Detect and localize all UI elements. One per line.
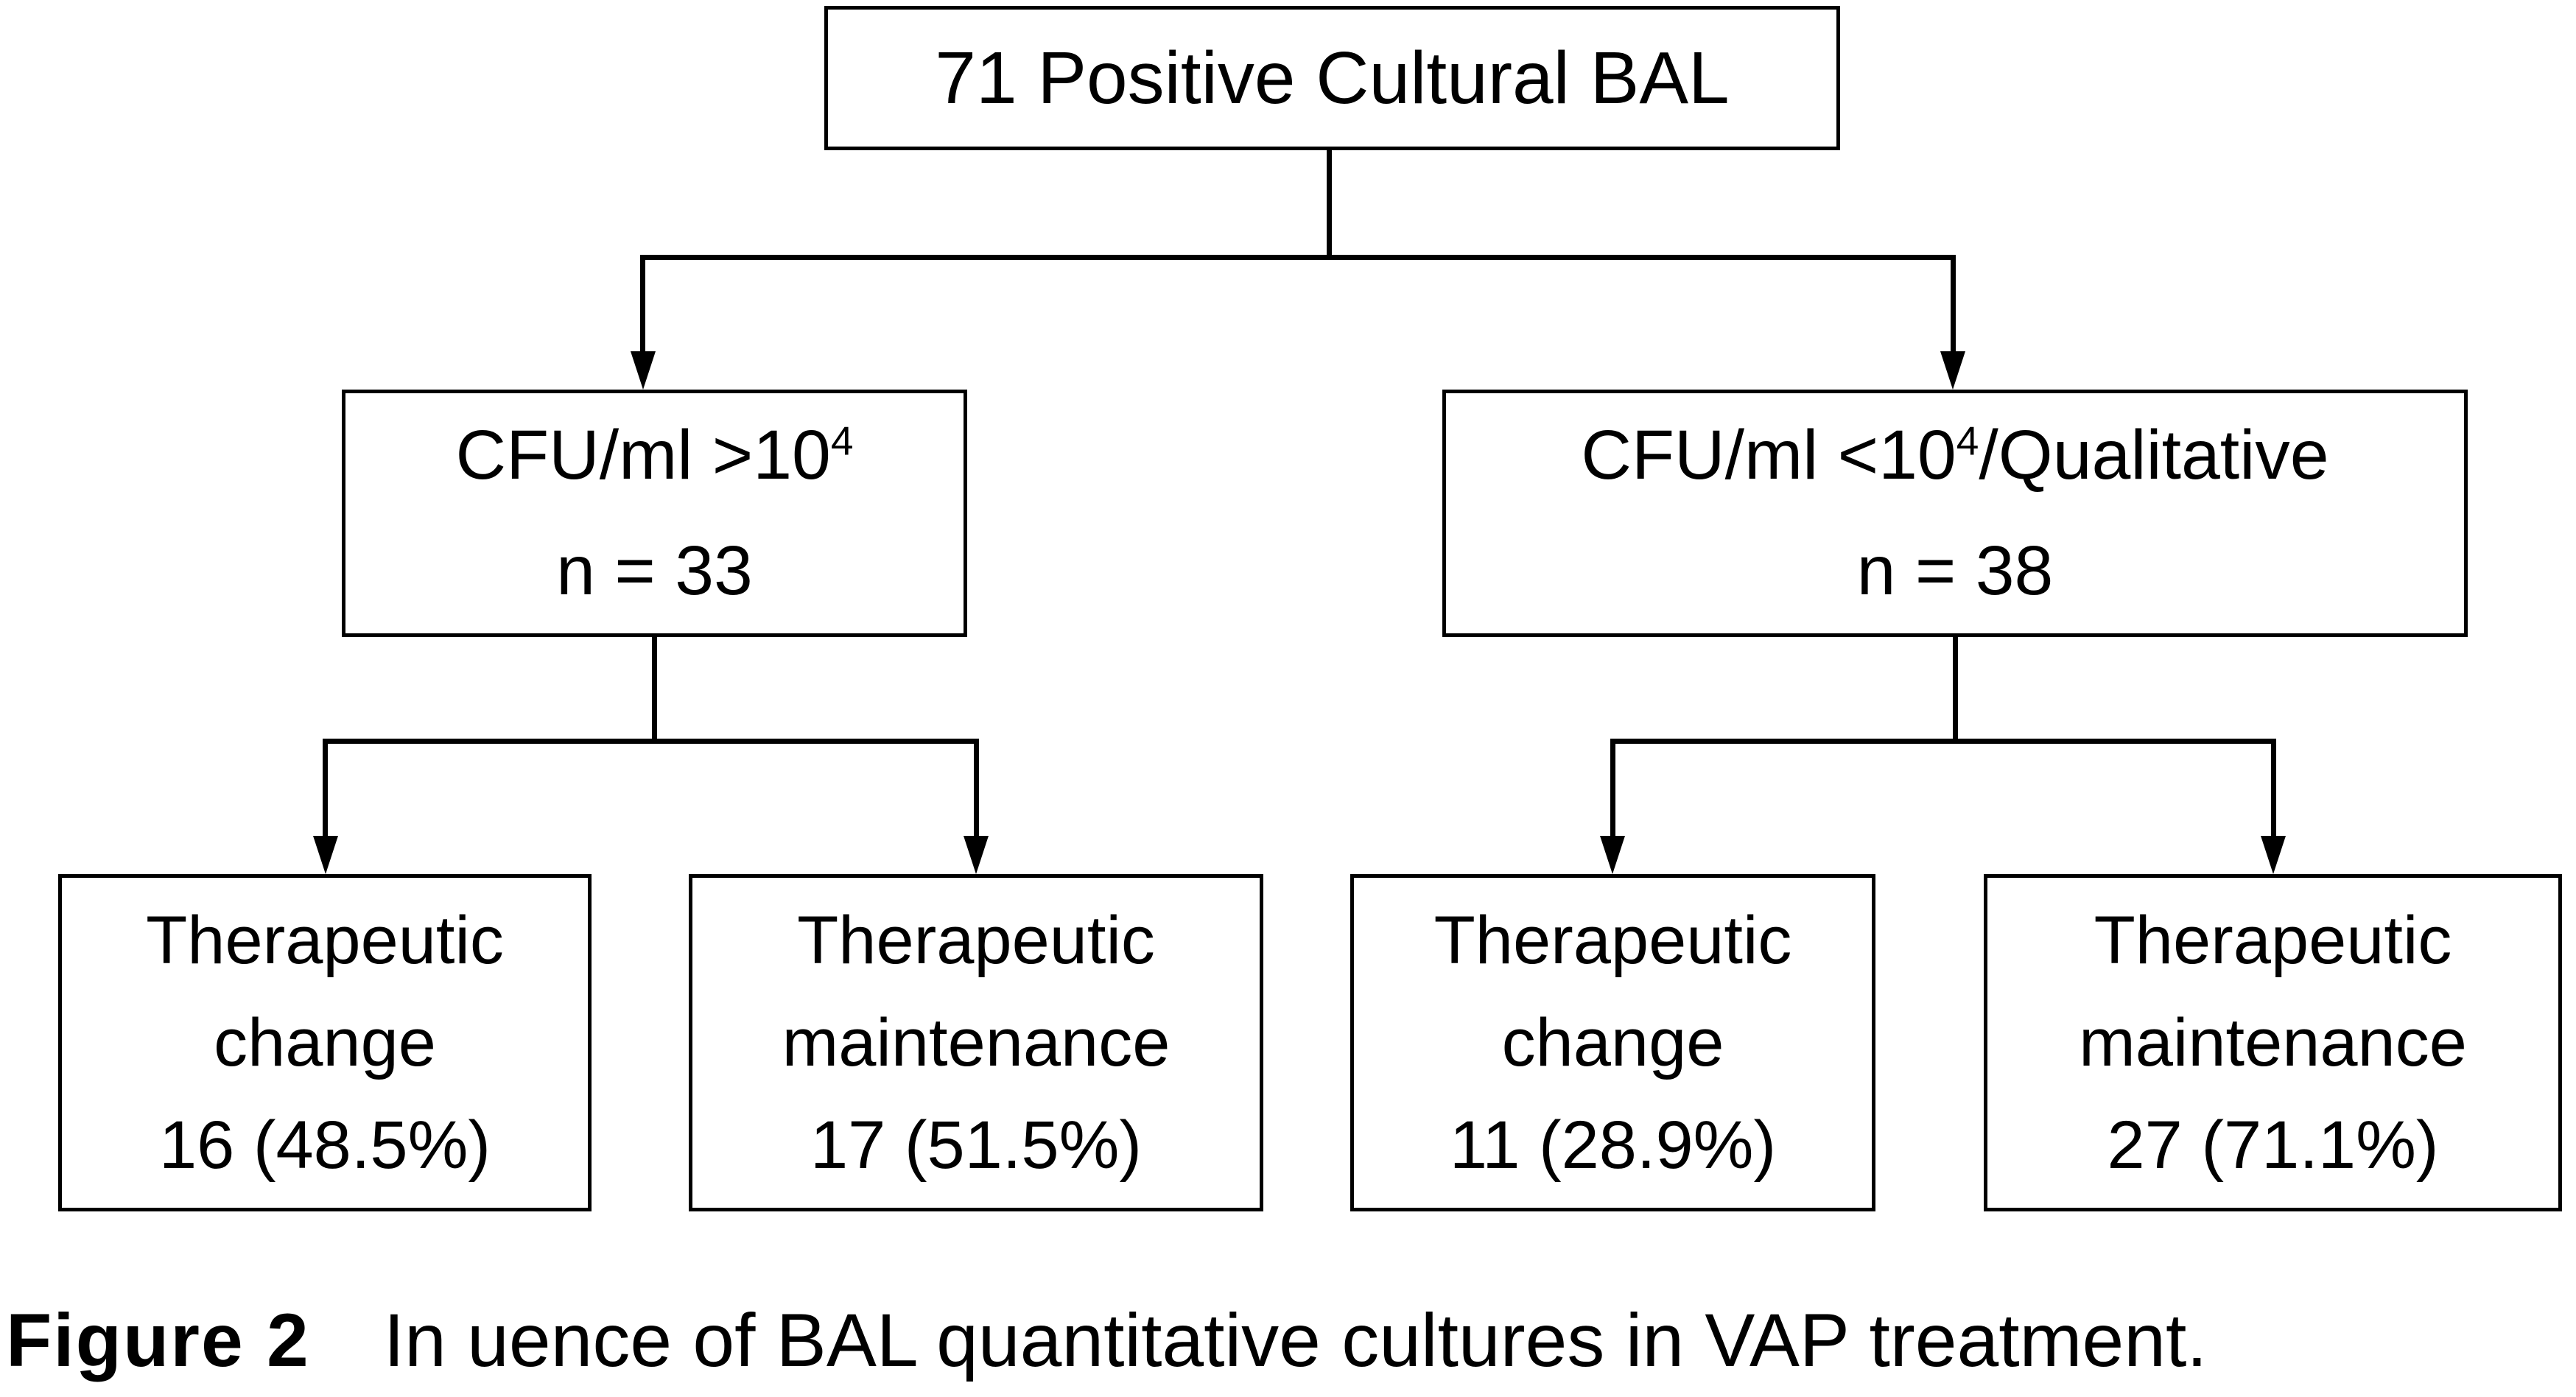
connector-low-cfu-stem	[1953, 637, 1958, 742]
node-low-cfu-count: n = 38	[1856, 532, 2054, 610]
node-high-cfu: CFU/ml >104 n = 33	[342, 390, 967, 637]
arrow-down-icon	[631, 351, 656, 390]
node-low-cfu-exponent: 4	[1956, 418, 1979, 464]
leaf-value: 16 (48.5%)	[158, 1107, 491, 1183]
node-low-cfu-label-suffix: /Qualitative	[1979, 416, 2329, 494]
arrow-down-icon	[1600, 836, 1625, 874]
leaf-label-line: change	[1501, 1004, 1724, 1080]
leaf-label-line: maintenance	[2079, 1004, 2467, 1080]
figure-caption-label: Figure 2	[6, 1298, 310, 1382]
connector-arm-to-high-change	[323, 739, 328, 836]
node-high-cfu-count: n = 33	[556, 532, 753, 610]
leaf-value: 11 (28.9%)	[1449, 1107, 1777, 1183]
leaf-label-line: maintenance	[782, 1004, 1171, 1080]
connector-arm-to-high-maintenance	[974, 739, 979, 836]
figure-caption: Figure 2 In uence of BAL quantitative cu…	[6, 1298, 2208, 1384]
node-therapeutic-change-high: Therapeutic change 16 (48.5%)	[58, 874, 592, 1211]
leaf-label-line: Therapeutic	[2094, 902, 2452, 978]
connector-root-stem	[1327, 149, 1332, 258]
connector-low-cfu-bar	[1610, 739, 2276, 744]
arrow-down-icon	[2261, 836, 2286, 874]
connector-root-bar	[640, 255, 1956, 260]
leaf-label-line: Therapeutic	[146, 902, 504, 978]
arrow-down-icon	[1940, 351, 1965, 390]
node-low-cfu-label: CFU/ml <104/Qualitative	[1581, 415, 2328, 496]
node-low-cfu: CFU/ml <104/Qualitative n = 38	[1442, 390, 2468, 637]
leaf-label-line: change	[214, 1004, 436, 1080]
connector-arm-to-low-cfu	[1951, 255, 1956, 354]
leaf-label-line: Therapeutic	[797, 902, 1155, 978]
arrow-down-icon	[313, 836, 338, 874]
leaf-value: 27 (71.1%)	[2107, 1107, 2439, 1183]
connector-arm-to-low-change	[1610, 739, 1615, 836]
connector-high-cfu-bar	[323, 739, 979, 744]
node-therapeutic-change-low: Therapeutic change 11 (28.9%)	[1350, 874, 1875, 1211]
arrow-down-icon	[964, 836, 989, 874]
leaf-value: 17 (51.5%)	[810, 1107, 1143, 1183]
connector-arm-to-high-cfu	[640, 255, 645, 354]
figure-caption-text: In uence of BAL quantitative cultures in…	[383, 1298, 2208, 1382]
node-therapeutic-maintenance-high: Therapeutic maintenance 17 (51.5%)	[689, 874, 1263, 1211]
connector-high-cfu-stem	[652, 637, 657, 742]
leaf-label-line: Therapeutic	[1433, 902, 1792, 978]
node-low-cfu-label-text: CFU/ml <10	[1581, 416, 1956, 494]
node-therapeutic-maintenance-low: Therapeutic maintenance 27 (71.1%)	[1984, 874, 2562, 1211]
node-high-cfu-exponent: 4	[830, 418, 854, 464]
node-root: 71 Positive Cultural BAL	[824, 6, 1840, 150]
connector-arm-to-low-maintenance	[2271, 739, 2276, 836]
node-root-label: 71 Positive Cultural BAL	[935, 36, 1730, 119]
node-high-cfu-label: CFU/ml >104	[455, 415, 853, 496]
node-high-cfu-label-text: CFU/ml >10	[455, 416, 831, 494]
